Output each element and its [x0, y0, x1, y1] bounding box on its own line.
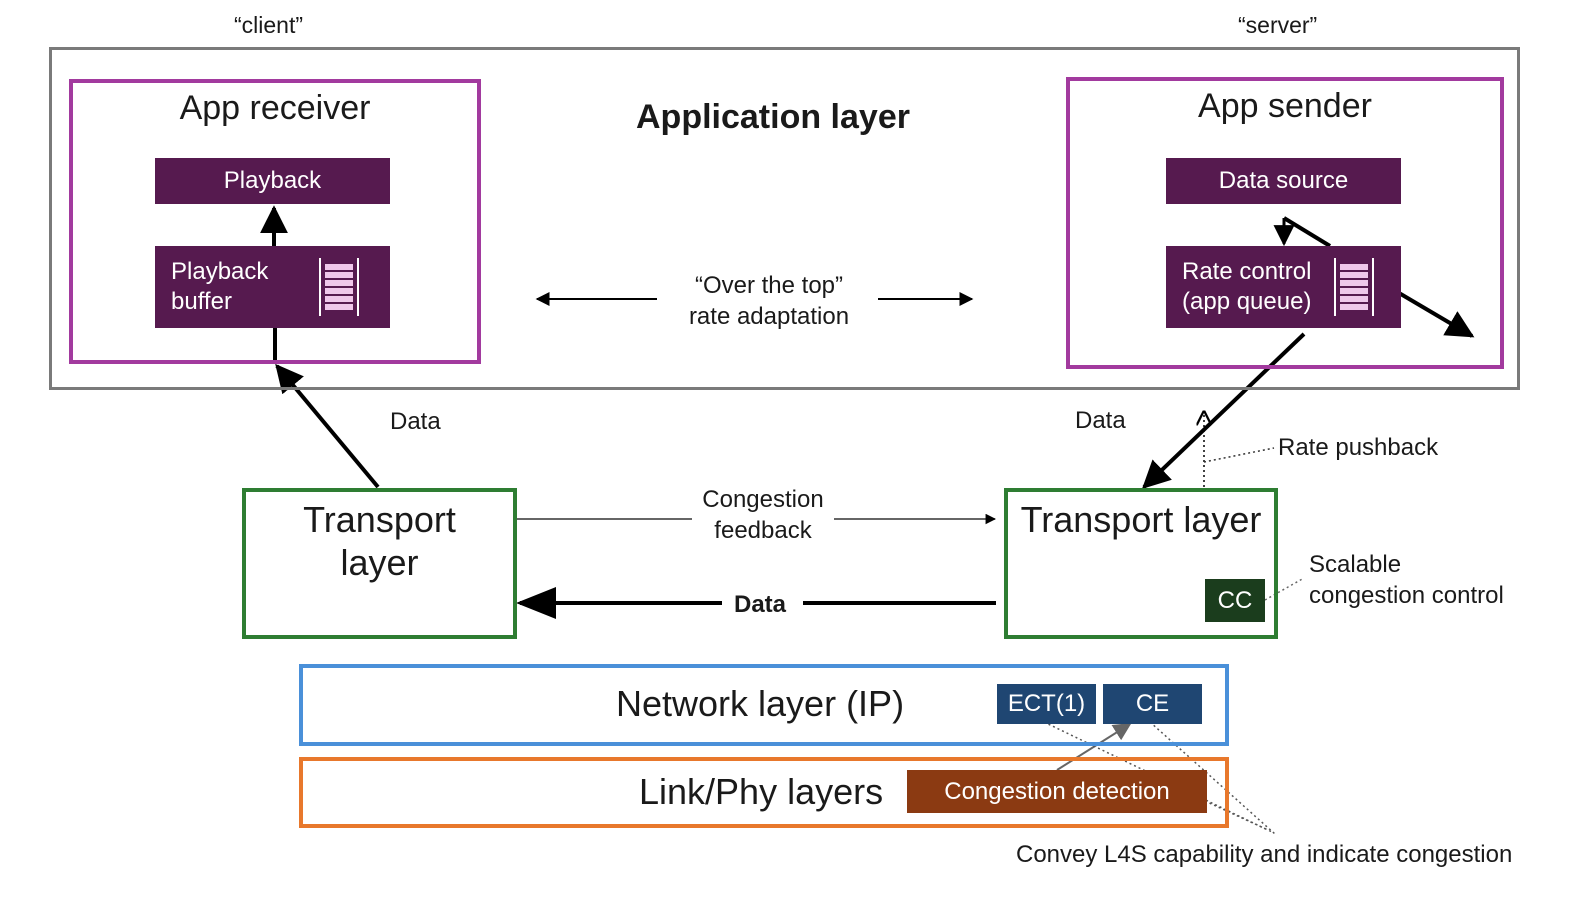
playback-buffer-label-2: buffer	[171, 288, 232, 315]
playback-buffer-block: Playback buffer	[155, 246, 390, 328]
app-receiver-title: App receiver	[179, 89, 371, 127]
ce-label: CE	[1135, 690, 1170, 717]
network-layer-label: Network layer (IP)	[616, 683, 905, 724]
detection-to-ce-arrow	[1056, 723, 1132, 771]
cc-block: CC	[1205, 579, 1265, 622]
queue-icon	[319, 258, 359, 316]
client-label: “client”	[234, 12, 304, 38]
playback-label: Playback	[223, 167, 322, 194]
data-source-block: Data source	[1166, 158, 1401, 204]
rate-control-label-1: Rate control	[1182, 258, 1312, 285]
data-label-right: Data	[1075, 407, 1126, 434]
application-layer-box	[49, 47, 1520, 390]
ect1-tag: ECT(1)	[997, 684, 1096, 724]
ce-tag: CE	[1103, 684, 1202, 724]
playback-block: Playback	[155, 158, 390, 204]
queue-icon	[1334, 258, 1374, 316]
transport-left-label-2: layer	[340, 542, 419, 583]
ott-label-1: “Over the top”	[694, 272, 844, 299]
cc-label: CC	[1217, 587, 1253, 614]
rate-pushback-label: Rate pushback	[1278, 434, 1439, 461]
network-layer-box	[299, 664, 1229, 746]
ott-label-2: rate adaptation	[688, 303, 850, 330]
rate-control-label-2: (app queue)	[1182, 288, 1312, 315]
convey-leader-detection	[1204, 800, 1269, 831]
congestion-detection-block: Congestion detection	[907, 770, 1207, 813]
application-layer-title: Application layer	[636, 98, 910, 136]
rate-control-block: Rate control (app queue)	[1166, 246, 1401, 328]
link-layer-box	[299, 757, 1229, 828]
congestion-feedback-label-1: Congestion	[702, 486, 824, 513]
ratecontrol-to-transport-arrow	[1141, 332, 1306, 489]
ratecontrol-loop-arrow-up	[1282, 216, 1332, 248]
scalable-label-2: congestion control	[1309, 582, 1504, 609]
convey-label: Convey L4S capability and indicate conge…	[1016, 841, 1513, 868]
congestion-detection-label: Congestion detection	[944, 778, 1170, 805]
transport-layer-right-box	[1004, 488, 1278, 639]
transport-left-label-1: Transport	[303, 499, 456, 540]
rate-pushback-leader	[1203, 447, 1275, 463]
transport-to-receiver-arrow	[275, 363, 380, 489]
server-label: “server”	[1238, 12, 1318, 38]
data-source-label: Data source	[1218, 167, 1349, 194]
app-receiver-box	[69, 79, 481, 364]
congestion-feedback-label-2: feedback	[714, 517, 812, 544]
ratecontrol-drop-arrow	[1397, 291, 1475, 338]
scalable-label-1: Scalable	[1309, 551, 1402, 578]
data-bold-label: Data	[734, 591, 787, 618]
app-sender-title: App sender	[1198, 87, 1372, 125]
transport-right-label: Transport layer	[1020, 499, 1262, 540]
link-layer-label: Link/Phy layers	[639, 771, 884, 812]
playback-buffer-label-1: Playback	[171, 258, 269, 285]
data-label-left: Data	[390, 408, 441, 435]
app-sender-box	[1066, 77, 1504, 369]
transport-layer-left-box	[242, 488, 517, 639]
ect1-label: ECT(1)	[1007, 690, 1086, 717]
